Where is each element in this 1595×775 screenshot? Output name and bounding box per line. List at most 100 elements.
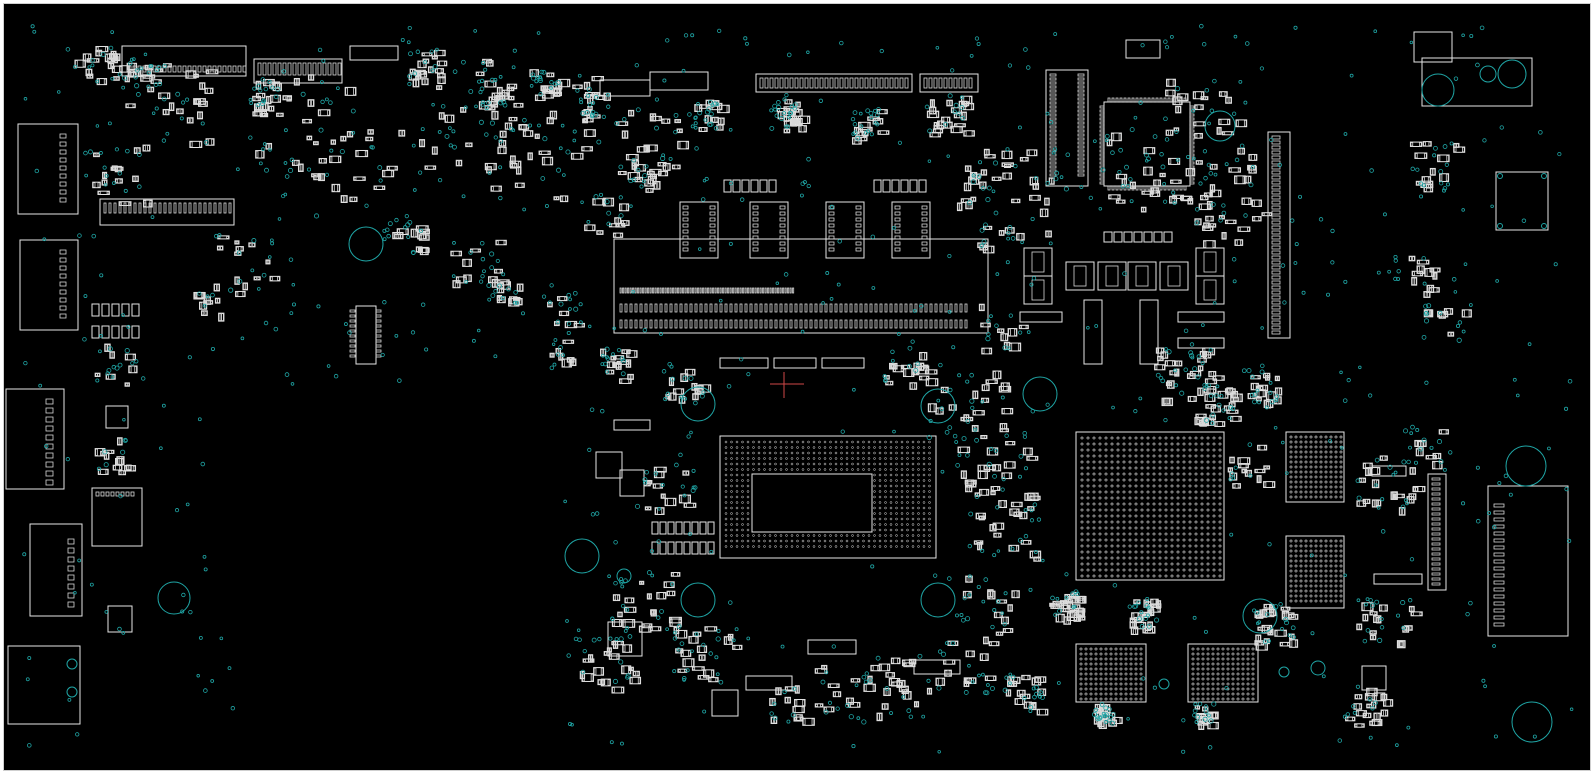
bga-ball xyxy=(1314,485,1318,489)
bga-ball xyxy=(1079,657,1083,661)
smd-pad xyxy=(1229,167,1232,173)
bga-ball xyxy=(1304,544,1308,548)
smd-pad xyxy=(1411,277,1415,286)
smd-pad xyxy=(612,687,615,693)
passive-component xyxy=(625,153,639,161)
smd-pad xyxy=(752,229,759,234)
smd-pad xyxy=(665,498,668,506)
passive-component xyxy=(419,246,429,256)
bga-ball xyxy=(1319,554,1323,558)
pcb-board-canvas[interactable] xyxy=(3,3,1591,771)
smd-pad xyxy=(855,211,862,216)
passive-component xyxy=(626,350,638,358)
smd-pad xyxy=(894,241,901,246)
smd-pad xyxy=(1166,130,1169,136)
smd-pad xyxy=(676,630,679,638)
smd-pad xyxy=(757,287,760,294)
bga-ball xyxy=(922,517,926,521)
bga-ball xyxy=(1146,460,1150,464)
bga-ball xyxy=(1304,470,1308,474)
bga-ball xyxy=(1294,559,1298,563)
smd-pad xyxy=(217,246,221,250)
smd-pad xyxy=(784,287,787,294)
smd-pad xyxy=(799,77,804,89)
smd-pad xyxy=(626,361,629,365)
smd-pad xyxy=(686,471,689,476)
ffc-connector-icon xyxy=(99,198,235,226)
bga-ball xyxy=(1098,496,1102,500)
bga-ball xyxy=(1294,599,1298,603)
smd-pad xyxy=(1163,97,1167,103)
passive-component xyxy=(1369,720,1381,726)
smd-pad xyxy=(889,363,893,369)
bga-ball xyxy=(1309,450,1313,454)
smd-pad xyxy=(337,62,342,76)
smd-pad xyxy=(1049,133,1057,137)
smd-pad xyxy=(630,667,634,671)
smd-pad xyxy=(1139,97,1143,103)
smd-pad xyxy=(695,388,699,395)
smd-pad xyxy=(1247,165,1251,170)
bga-ball xyxy=(1231,652,1235,656)
connector-icon xyxy=(599,79,651,97)
smd-pad xyxy=(908,691,912,700)
smd-pad xyxy=(1242,198,1245,205)
smd-pad xyxy=(1200,365,1203,371)
connector-icon xyxy=(1421,57,1533,107)
bga-ball xyxy=(1139,687,1143,691)
passive-component xyxy=(1110,132,1122,142)
resistor-array xyxy=(1163,231,1173,243)
passive-component xyxy=(436,60,448,67)
smd-pad xyxy=(1271,265,1281,270)
smd-pad xyxy=(45,425,54,432)
smd-pad xyxy=(1271,300,1281,305)
bga-ball xyxy=(1339,549,1343,553)
bga-ball xyxy=(1104,508,1108,512)
passive-component xyxy=(675,629,688,639)
pcb-layout-svg[interactable] xyxy=(4,4,1592,772)
bga-ball xyxy=(1339,564,1343,568)
smd-pad xyxy=(677,165,681,169)
resistor-array xyxy=(1123,231,1133,243)
smd-pad xyxy=(684,287,687,294)
bga-ball xyxy=(1200,556,1204,560)
bga-ball xyxy=(1116,538,1120,542)
smd-pad xyxy=(573,359,576,366)
smd-pad xyxy=(1431,547,1441,551)
smd-pad xyxy=(197,99,201,104)
smd-pad xyxy=(764,77,769,89)
passive-component xyxy=(992,464,1002,472)
smd-pad xyxy=(628,644,632,653)
bga-ball xyxy=(1146,496,1150,500)
smd-pad xyxy=(498,147,501,154)
passive-component xyxy=(1166,380,1175,389)
passive-component xyxy=(1429,267,1441,273)
bga-ball xyxy=(724,462,728,466)
smd-pad xyxy=(1068,596,1072,603)
smd-pad xyxy=(910,382,913,390)
bga-ball xyxy=(884,534,887,537)
passive-component xyxy=(646,593,652,600)
bga-ball xyxy=(1152,508,1156,512)
smd-pad xyxy=(1011,590,1015,598)
bga-ball xyxy=(1212,544,1216,548)
bga-ball xyxy=(1221,672,1225,676)
bga-ball xyxy=(1129,667,1133,671)
passive-component xyxy=(649,113,657,122)
bga-ball xyxy=(1289,564,1293,568)
smd-pad xyxy=(500,131,503,138)
bga-ball xyxy=(1334,440,1338,444)
bga-ball xyxy=(1319,599,1323,603)
passive-component xyxy=(561,358,572,368)
smd-pad xyxy=(692,393,696,400)
bga-ball xyxy=(1218,520,1222,524)
smd-pad xyxy=(779,205,786,210)
smd-pad xyxy=(1212,240,1216,248)
bga-ball xyxy=(1241,682,1245,686)
passive-component xyxy=(417,60,427,69)
bga-ball xyxy=(1079,697,1083,701)
bga-ball xyxy=(807,545,810,548)
bga-ball xyxy=(741,490,744,493)
bga-ball xyxy=(1182,544,1186,548)
smd-pad xyxy=(619,303,623,313)
